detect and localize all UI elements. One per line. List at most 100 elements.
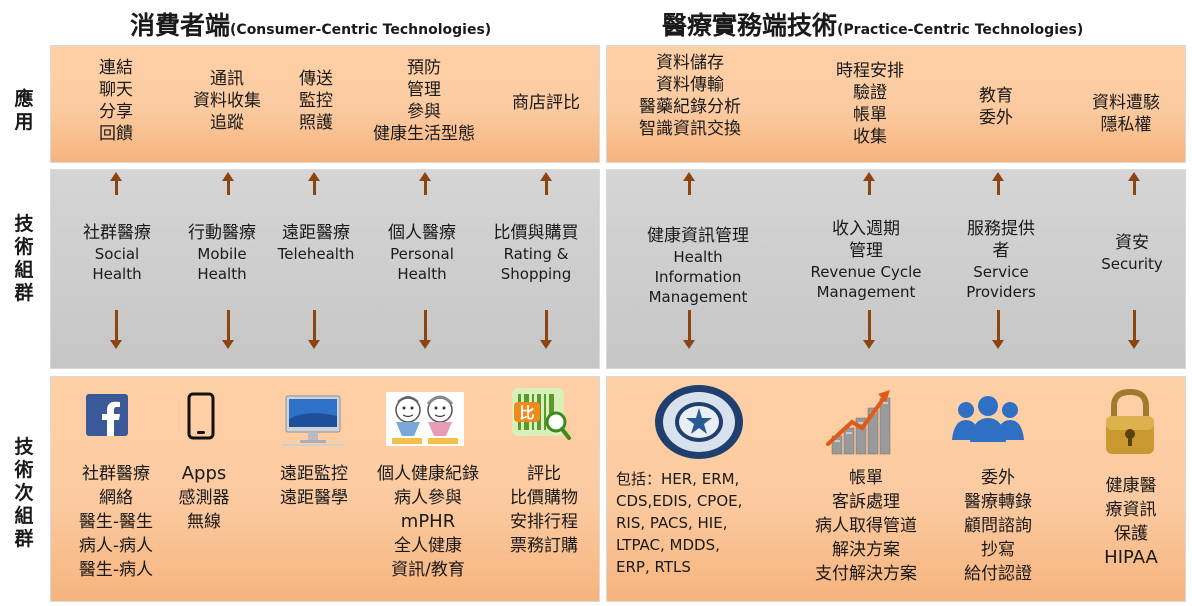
application-line: 參與 <box>407 102 441 122</box>
application-line: 隱私權 <box>1100 115 1152 135</box>
tech-group-en: Management <box>816 283 916 301</box>
tech-group-cn: 社群醫療 <box>83 223 151 243</box>
down-arrow <box>1128 310 1140 349</box>
tech-subgroup-line: 包括：HER, ERM, <box>616 470 740 488</box>
tech-subgroup-cell: 評比 比價購物 安排行程 票務訂購 <box>494 462 594 558</box>
tech-group-cn: 個人醫療 <box>388 223 456 243</box>
health-info-seal-icon <box>654 384 744 460</box>
tech-subgroup-line: 病人取得管道 <box>815 516 917 536</box>
tech-subgroup-line: Apps <box>181 463 227 484</box>
tech-group-cn: 資安 <box>1115 233 1149 253</box>
tech-group-cell: 社群醫療 Social Health <box>62 222 172 284</box>
tech-group-en: Rating & <box>503 245 569 263</box>
tech-subgroup-line: 遠距監控 <box>280 464 348 484</box>
facebook-icon <box>86 394 128 436</box>
tech-group-cell: 健康資訊管理 Health Information Management <box>628 225 768 307</box>
padlock-icon <box>1100 388 1160 456</box>
tech-subgroup-line: 醫生-醫生 <box>78 512 154 532</box>
up-arrow <box>419 172 431 195</box>
tech-group-en: Mobile <box>197 245 247 263</box>
application-cell: 教育 委外 <box>956 85 1036 129</box>
application-line: 資料傳輸 <box>656 75 724 95</box>
up-arrow <box>992 172 1004 195</box>
up-arrow <box>683 172 695 195</box>
down-arrow <box>110 310 122 349</box>
desktop-monitor-icon <box>282 394 344 446</box>
tech-subgroup-line: 醫生-病人 <box>78 560 154 580</box>
tech-subgroup-line: CDS,EDIS, CPOE, <box>616 492 743 510</box>
tech-subgroup-line: 抄寫 <box>981 540 1015 560</box>
tech-group-cn: 遠距醫療 <box>282 223 350 243</box>
consumer-applications-panel <box>50 45 600 163</box>
tech-group-cell: 收入週期 管理 Revenue Cycle Management <box>796 218 936 302</box>
tech-subgroup-cell: 社群醫療 網絡 醫生-醫生 病人-病人 醫生-病人 <box>56 462 176 582</box>
up-arrow <box>110 172 122 195</box>
up-arrow <box>308 172 320 195</box>
price-compare-icon: 比 <box>512 388 572 442</box>
row-label-tech-groups: 技術組群 <box>6 213 42 305</box>
application-line: 收集 <box>853 127 887 147</box>
tech-group-cell: 個人醫療 Personal Health <box>372 222 472 284</box>
application-cell: 連結 聊天 分享 回饋 <box>76 57 156 145</box>
tech-subgroup-line: 評比 <box>527 464 561 484</box>
tech-subgroup-cell: 個人健康紀錄 病人參與 mPHR 全人健康 資訊/教育 <box>360 462 496 582</box>
tech-group-en: Revenue Cycle <box>810 263 922 281</box>
people-group-icon <box>950 396 1026 442</box>
tech-group-en: Information <box>654 268 742 286</box>
application-line: 時程安排 <box>836 61 904 81</box>
application-line: 傳送 <box>299 69 333 89</box>
application-line: 分享 <box>99 102 133 122</box>
row-label-tech-groups-text: 技術組群 <box>14 213 34 304</box>
application-line: 驗證 <box>853 83 887 103</box>
tech-group-en: Providers <box>966 283 1036 301</box>
tech-group-cn: 者 <box>992 241 1010 261</box>
up-arrow <box>863 172 875 195</box>
growth-chart-icon <box>826 384 896 456</box>
smartphone-icon <box>187 392 215 440</box>
tech-subgroup-line: 解決方案 <box>832 540 900 560</box>
tech-subgroup-cell: 帳單 客訴處理 病人取得管道 解決方案 支付解決方案 <box>796 466 936 586</box>
tech-group-cn: 健康資訊管理 <box>647 226 749 246</box>
tech-group-cn: 管理 <box>849 241 883 261</box>
tech-group-cell: 行動醫療 Mobile Health <box>172 222 272 284</box>
tech-subgroup-line: 網絡 <box>99 488 133 508</box>
down-arrow <box>683 310 695 349</box>
down-arrow <box>308 310 320 349</box>
application-line: 照護 <box>299 113 333 133</box>
down-arrow <box>419 310 431 349</box>
tech-subgroup-line: HIPAA <box>1104 547 1158 568</box>
application-cell: 時程安排 驗證 帳單 收集 <box>810 60 930 148</box>
application-line: 通訊 <box>210 69 244 89</box>
tech-subgroup-line: 個人健康紀錄 <box>377 464 479 484</box>
application-line: 監控 <box>299 91 333 111</box>
application-line: 醫藥紀錄分析 <box>639 97 741 117</box>
tech-group-en: Social <box>94 245 140 263</box>
tech-subgroup-cell: Apps 感測器 無線 <box>164 462 244 534</box>
tech-group-en: Health <box>92 265 142 283</box>
application-cell: 資料遭駭 隱私權 <box>1076 92 1176 136</box>
row-label-tech-subgroups-text: 技術次組群 <box>14 436 34 550</box>
tech-group-en: Health <box>673 248 723 266</box>
tech-group-en: Health <box>397 265 447 283</box>
tech-subgroup-line: 資訊/教育 <box>391 560 465 580</box>
tech-subgroup-line: 顧問諮詢 <box>964 516 1032 536</box>
application-line: 回饋 <box>99 124 133 144</box>
tech-group-cell: 資安 Security <box>1082 232 1182 274</box>
application-line: 資料儲存 <box>656 53 724 73</box>
row-label-applications: 應用 <box>6 88 42 134</box>
tech-subgroup-cell: 委外 醫療轉錄 顧問諮詢 抄寫 給付認證 <box>946 466 1050 586</box>
tech-group-cn: 服務提供 <box>967 219 1035 239</box>
tech-group-en: Security <box>1101 255 1163 273</box>
tech-subgroup-cell: 遠距監控 遠距醫學 <box>264 462 364 510</box>
tech-subgroup-line: 客訴處理 <box>832 492 900 512</box>
tech-group-en: Telehealth <box>277 245 355 263</box>
tech-subgroup-cell: 健康醫 療資訊 保護 HIPAA <box>1086 474 1176 570</box>
tech-subgroup-line: 比價購物 <box>510 488 578 508</box>
tech-subgroup-line: 票務訂購 <box>510 536 578 556</box>
tech-subgroup-line: 帳單 <box>849 468 883 488</box>
application-line: 委外 <box>979 108 1013 128</box>
tech-group-cn: 比價與購買 <box>493 223 579 243</box>
consumer-heading: 消費者端(Consumer-Centric Technologies) <box>130 6 491 42</box>
application-line: 連結 <box>99 58 133 78</box>
tech-group-cn: 行動醫療 <box>188 223 256 243</box>
